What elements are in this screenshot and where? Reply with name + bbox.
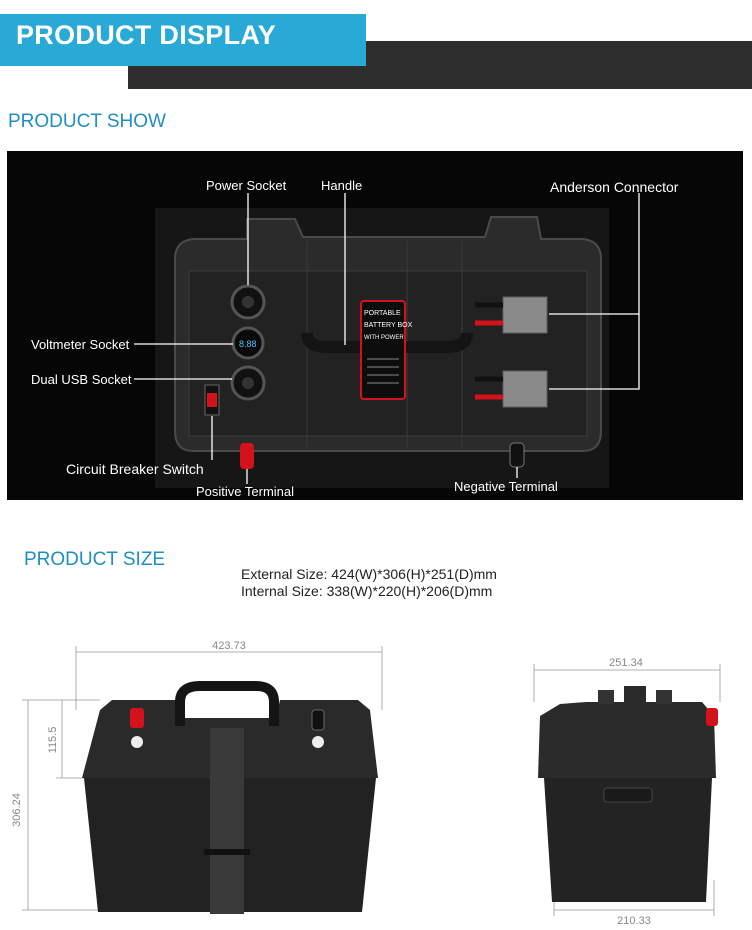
- header-blue-banner: [0, 14, 366, 66]
- svg-text:210.33: 210.33: [617, 915, 651, 927]
- internal-size-text: Internal Size: 338(W)*220(H)*206(D)mm: [241, 583, 493, 599]
- svg-text:WITH POWER: WITH POWER: [364, 335, 404, 341]
- page-title: PRODUCT DISPLAY: [16, 20, 277, 50]
- product-show-panel: 8.88 PORTABLE BATTERY BOX WITH POWER: [7, 151, 743, 500]
- external-size-text: External Size: 424(W)*306(H)*251(D)mm: [241, 566, 497, 582]
- label-positive-terminal: Positive Terminal: [196, 484, 295, 499]
- anderson-connector-bottom: [475, 370, 548, 408]
- section-title-product-show: PRODUCT SHOW: [8, 111, 166, 132]
- label-anderson-connector: Anderson Connector: [550, 179, 679, 195]
- svg-text:423.73: 423.73: [212, 640, 246, 652]
- battery-box-top-view: 8.88 PORTABLE BATTERY BOX WITH POWER: [134, 193, 640, 488]
- label-negative-terminal: Negative Terminal: [454, 479, 558, 494]
- svg-text:8.88: 8.88: [239, 339, 257, 349]
- svg-text:115.5: 115.5: [47, 727, 59, 754]
- anderson-connector-top: [475, 296, 548, 334]
- label-handle: Handle: [321, 178, 363, 193]
- section-title-product-size: PRODUCT SIZE: [24, 549, 166, 570]
- label-power-socket: Power Socket: [206, 178, 287, 193]
- label-voltmeter-socket: Voltmeter Socket: [31, 337, 130, 352]
- svg-text:BATTERY BOX: BATTERY BOX: [364, 322, 413, 329]
- side-view-drawing: 251.34 210.33: [533, 657, 721, 927]
- front-view-drawing: 423.73 306.24 115.5: [11, 640, 383, 914]
- svg-text:251.34: 251.34: [609, 657, 643, 669]
- label-circuit-breaker-switch: Circuit Breaker Switch: [66, 461, 204, 477]
- label-dual-usb-socket: Dual USB Socket: [31, 372, 132, 387]
- svg-text:306.24: 306.24: [11, 793, 23, 827]
- svg-text:PORTABLE: PORTABLE: [364, 310, 401, 317]
